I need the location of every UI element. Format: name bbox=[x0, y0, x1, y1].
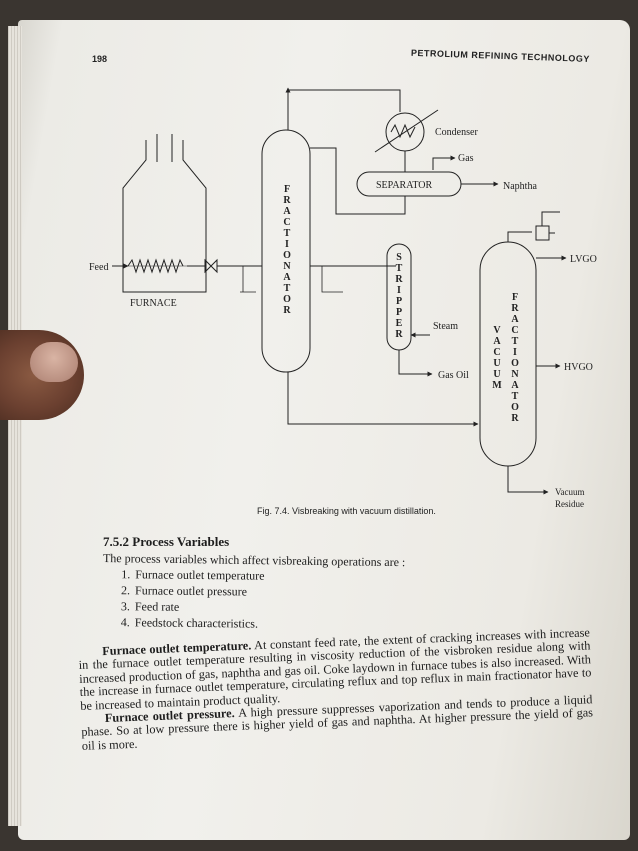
svg-text:R: R bbox=[283, 195, 291, 206]
furnace-icon bbox=[122, 134, 207, 293]
svg-text:I: I bbox=[513, 347, 517, 358]
thumbnail bbox=[30, 342, 78, 382]
fractionator-letters: F R A C T I O N A T O R bbox=[283, 184, 291, 316]
svg-text:T: T bbox=[512, 336, 519, 347]
svg-text:U: U bbox=[493, 358, 500, 369]
svg-text:A: A bbox=[283, 272, 291, 283]
vacuum-residue-label-2: Residue bbox=[555, 499, 584, 509]
svg-text:O: O bbox=[511, 358, 519, 369]
svg-text:R: R bbox=[511, 303, 519, 314]
page-number: 198 bbox=[92, 54, 108, 64]
svg-text:A: A bbox=[283, 206, 291, 217]
svg-text:T: T bbox=[512, 391, 519, 402]
ejector-icon bbox=[535, 225, 550, 241]
page-edges bbox=[8, 26, 22, 826]
svg-text:A: A bbox=[493, 336, 501, 347]
vacuum-residue-label-1: Vacuum bbox=[555, 487, 585, 497]
svg-text:C: C bbox=[283, 217, 290, 228]
valve-icon bbox=[204, 258, 218, 274]
svg-text:T: T bbox=[284, 228, 291, 239]
vacuum-letters: V A C U U M bbox=[492, 325, 502, 391]
lvgo-label: LVGO bbox=[570, 254, 597, 265]
svg-text:R: R bbox=[395, 274, 403, 285]
gas-label: Gas bbox=[458, 153, 474, 164]
svg-text:E: E bbox=[396, 318, 403, 329]
svg-text:O: O bbox=[283, 294, 291, 305]
svg-text:N: N bbox=[511, 369, 519, 380]
feed-label: Feed bbox=[89, 262, 108, 273]
condenser-label: Condenser bbox=[435, 127, 478, 138]
svg-text:O: O bbox=[511, 402, 519, 413]
furnace-label: FURNACE bbox=[130, 298, 177, 309]
process-flow-diagram: Feed FURNACE Condenser Gas SEPARATOR Nap… bbox=[89, 87, 597, 509]
steam-label: Steam bbox=[433, 321, 458, 332]
book-page bbox=[18, 20, 630, 840]
svg-text:A: A bbox=[511, 380, 519, 391]
figure-caption: Fig. 7.4. Visbreaking with vacuum distil… bbox=[257, 506, 436, 516]
svg-text:U: U bbox=[493, 369, 500, 380]
svg-text:I: I bbox=[285, 239, 289, 250]
main-fractionator bbox=[261, 129, 311, 373]
svg-text:N: N bbox=[283, 261, 291, 272]
process-variables-section: 7.5.2 Process Variables The process vari… bbox=[103, 534, 483, 631]
stripper-letters: S T R I P P E R bbox=[395, 252, 403, 340]
vacuum-fractionator bbox=[479, 241, 537, 467]
svg-text:O: O bbox=[283, 250, 291, 261]
body-text: Furnace outlet temperature. At constant … bbox=[78, 625, 594, 753]
svg-text:I: I bbox=[397, 285, 401, 296]
separator-label: SEPARATOR bbox=[376, 180, 432, 191]
furnace-coil bbox=[127, 258, 184, 274]
naphtha-label: Naphtha bbox=[503, 181, 537, 192]
svg-text:T: T bbox=[284, 283, 291, 294]
section-heading: 7.5.2 Process Variables bbox=[103, 534, 230, 549]
svg-text:P: P bbox=[396, 296, 402, 307]
svg-text:R: R bbox=[395, 329, 403, 340]
svg-text:C: C bbox=[511, 325, 518, 336]
page-header: 198 PETROLIUM REFINING TECHNOLOGY bbox=[92, 48, 590, 78]
svg-text:R: R bbox=[283, 305, 291, 316]
svg-text:T: T bbox=[396, 263, 403, 274]
svg-text:A: A bbox=[511, 314, 519, 325]
svg-text:C: C bbox=[493, 347, 500, 358]
svg-text:V: V bbox=[493, 325, 501, 336]
variables-list: Furnace outlet temperature Furnace outle… bbox=[103, 566, 484, 634]
svg-text:P: P bbox=[396, 307, 402, 318]
vacuum-fractionator-letters: F R A C T I O N A T O R bbox=[511, 292, 519, 424]
svg-text:F: F bbox=[512, 292, 518, 303]
gas-oil-label: Gas Oil bbox=[438, 370, 469, 381]
svg-text:S: S bbox=[396, 252, 402, 263]
svg-text:M: M bbox=[492, 380, 502, 391]
hvgo-label: HVGO bbox=[564, 362, 593, 373]
svg-text:F: F bbox=[284, 184, 290, 195]
svg-text:R: R bbox=[511, 413, 519, 424]
